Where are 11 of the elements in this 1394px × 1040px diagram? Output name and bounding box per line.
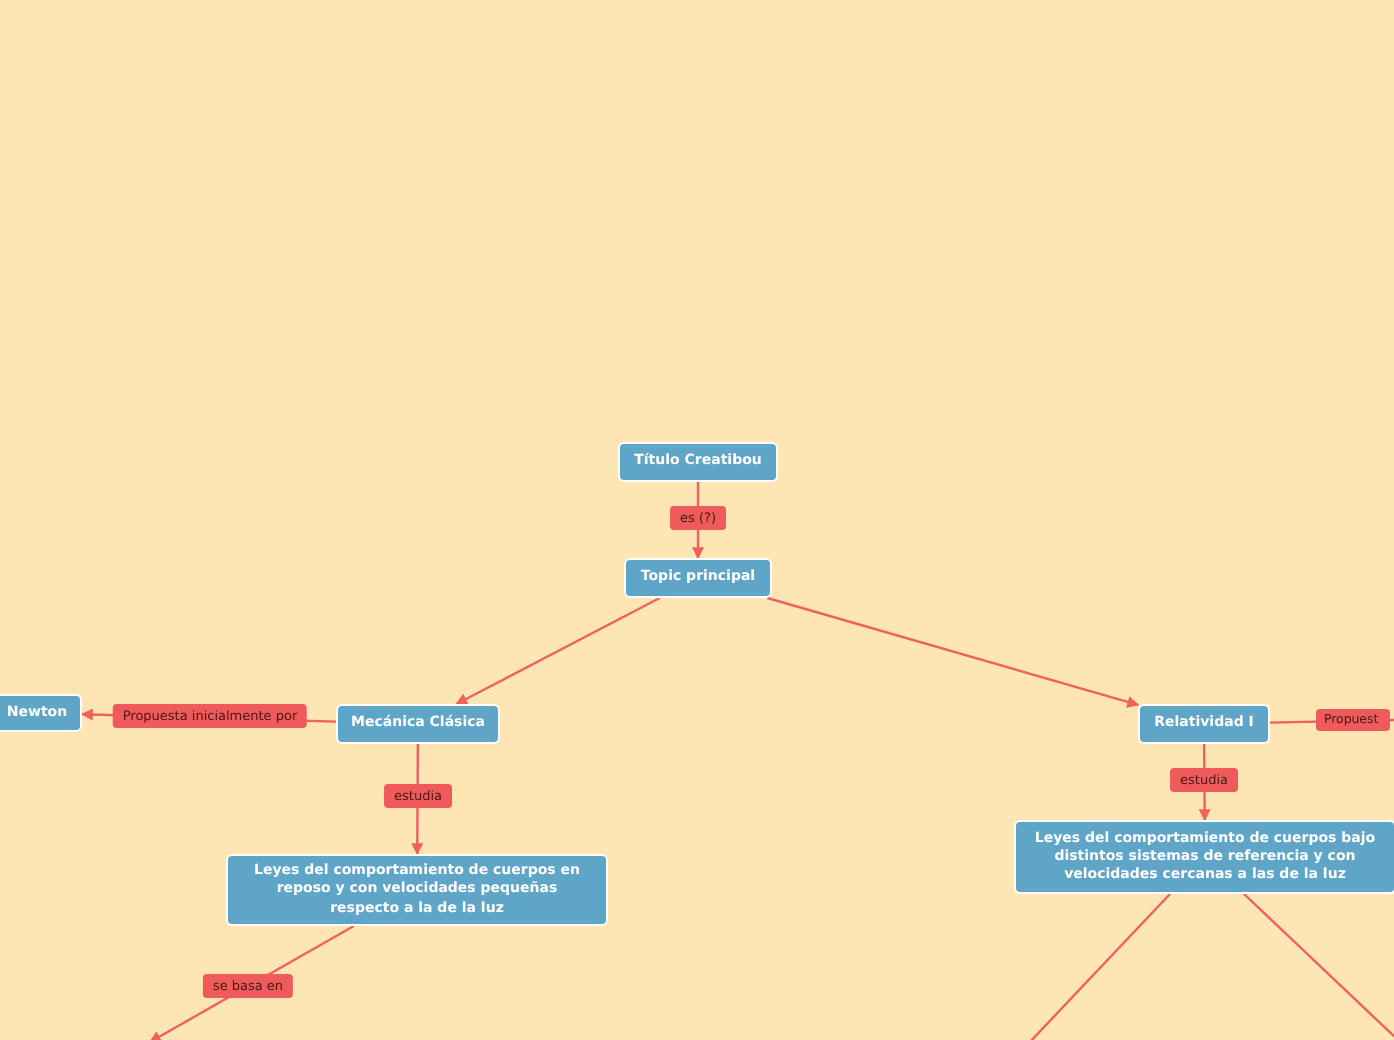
- connector: [1243, 893, 1394, 1040]
- connector: [455, 596, 661, 706]
- topic-box: [1014, 820, 1394, 894]
- topic-box: [226, 854, 608, 926]
- connector: [1027, 893, 1171, 1040]
- topic-box: [618, 442, 778, 482]
- topic-box: [336, 704, 500, 744]
- connector: [767, 596, 1140, 708]
- topic-box: [0, 694, 82, 732]
- topic-box: [1138, 704, 1270, 744]
- topic-box: [624, 558, 772, 598]
